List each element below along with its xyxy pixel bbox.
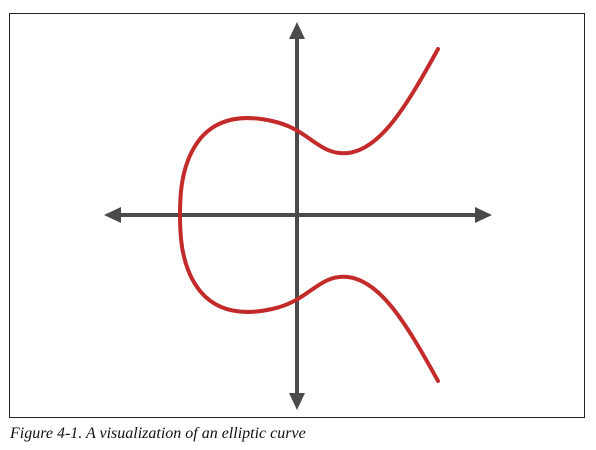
x-axis-left-arrowhead: [104, 207, 121, 223]
y-axis-bottom-arrowhead: [289, 393, 305, 410]
y-axis-top-arrowhead: [289, 22, 305, 39]
figure-frame: [9, 13, 585, 418]
elliptic-curve: [178, 47, 440, 383]
elliptic-curve-diagram: [104, 22, 492, 410]
x-axis-right-arrowhead: [475, 207, 492, 223]
figure-caption: Figure 4-1. A visualization of an ellipt…: [10, 425, 306, 442]
